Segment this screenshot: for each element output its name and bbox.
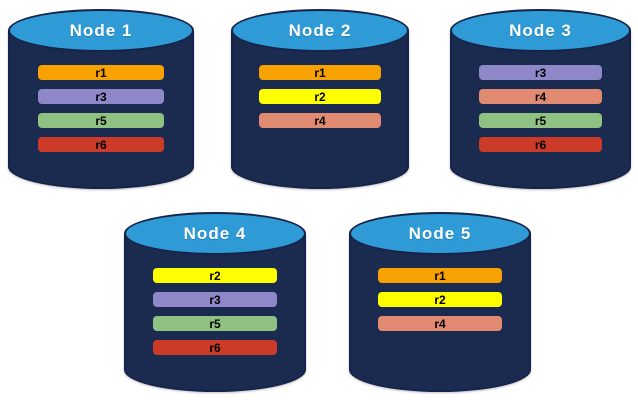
replica-label: r4 xyxy=(314,113,326,128)
replica-list: r1 r3 r5 r6 xyxy=(8,65,194,152)
replica-bar-r1[interactable]: r1 xyxy=(259,65,381,80)
cylinder-body xyxy=(349,233,531,392)
replica-bar-r6[interactable]: r6 xyxy=(153,340,277,355)
replica-label: r4 xyxy=(434,316,446,331)
cylinder-body xyxy=(450,30,631,189)
replica-list: r1 r2 r4 xyxy=(349,268,531,331)
replica-label: r1 xyxy=(434,268,446,283)
replica-label: r5 xyxy=(95,113,107,128)
node-title: Node 1 xyxy=(69,21,133,40)
replica-bar-r2[interactable]: r2 xyxy=(153,268,277,283)
replica-bar-r3[interactable]: r3 xyxy=(478,65,603,80)
replica-list: r2 r3 r5 r6 xyxy=(124,268,306,355)
cylinder-body xyxy=(231,30,409,189)
replica-bar-r6[interactable]: r6 xyxy=(478,137,603,152)
replica-list: r3 r4 r5 r6 xyxy=(450,65,631,152)
replica-label: r6 xyxy=(209,340,221,355)
database-node-5[interactable]: r1 r2 r4 Node 5 xyxy=(349,212,531,392)
replica-label: r6 xyxy=(534,137,547,152)
replica-bar-r4[interactable]: r4 xyxy=(378,316,502,331)
replica-bar-r5[interactable]: r5 xyxy=(478,113,603,128)
replica-bar-r4[interactable]: r4 xyxy=(259,113,381,128)
replica-label: r1 xyxy=(314,65,326,80)
replica-label: r3 xyxy=(209,292,221,307)
replica-bar-r2[interactable]: r2 xyxy=(378,292,502,307)
node-title: Node 4 xyxy=(183,224,247,243)
replica-list: r1 r2 r4 xyxy=(231,65,409,128)
replica-label: r5 xyxy=(534,113,547,128)
replica-bar-r4[interactable]: r4 xyxy=(478,89,603,104)
database-node-4[interactable]: r2 r3 r5 r6 Node 4 xyxy=(124,212,306,392)
cylinder-top: Node 1 xyxy=(8,9,194,52)
replica-bar-r3[interactable]: r3 xyxy=(37,89,165,104)
replica-label: r6 xyxy=(95,137,107,152)
cylinder-top: Node 3 xyxy=(450,9,631,52)
node-title: Node 3 xyxy=(509,21,572,40)
replica-bar-r6[interactable]: r6 xyxy=(37,137,165,152)
replica-bar-r2[interactable]: r2 xyxy=(259,89,381,104)
replica-label: r2 xyxy=(434,292,446,307)
node-title: Node 5 xyxy=(408,224,472,243)
replica-bar-r5[interactable]: r5 xyxy=(153,316,277,331)
replica-label: r3 xyxy=(534,65,547,80)
cylinder-top: Node 4 xyxy=(124,212,306,255)
replica-bar-r3[interactable]: r3 xyxy=(153,292,277,307)
replica-label: r3 xyxy=(95,89,107,104)
replica-label: r2 xyxy=(209,268,221,283)
replica-bar-r1[interactable]: r1 xyxy=(37,65,165,80)
replica-label: r4 xyxy=(534,89,547,104)
database-node-3[interactable]: r3 r4 r5 r6 Node 3 xyxy=(450,9,631,189)
cylinder-body xyxy=(124,233,306,392)
replica-bar-r5[interactable]: r5 xyxy=(37,113,165,128)
replica-label: r5 xyxy=(209,316,221,331)
cylinder-top: Node 5 xyxy=(349,212,531,255)
database-node-1[interactable]: r1 r3 r5 r6 Node 1 xyxy=(8,9,194,189)
node-title: Node 2 xyxy=(288,21,352,40)
database-node-2[interactable]: r1 r2 r4 Node 2 xyxy=(231,9,409,189)
cylinder-top: Node 2 xyxy=(231,9,409,52)
replica-bar-r1[interactable]: r1 xyxy=(378,268,502,283)
replica-label: r1 xyxy=(95,65,107,80)
replica-label: r2 xyxy=(314,89,326,104)
